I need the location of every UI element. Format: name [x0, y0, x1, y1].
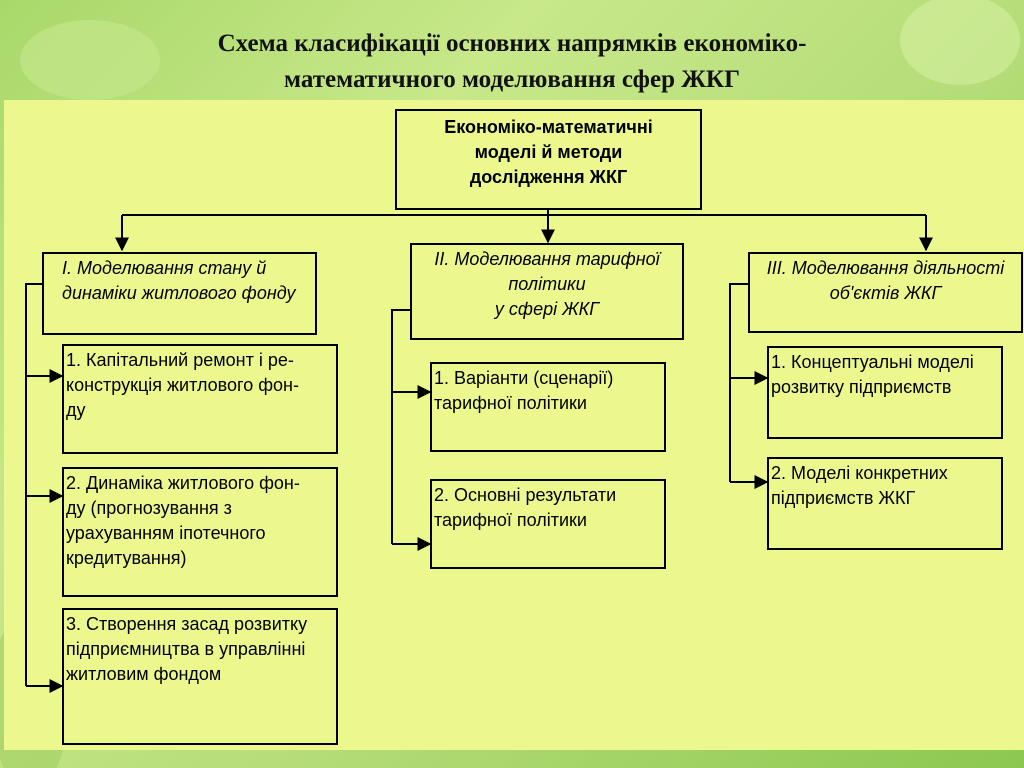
- cat2-item-2: 2. Основні результати тарифної політики: [430, 479, 666, 569]
- cat1-item-2: 2. Динаміка житлового фон- ду (прогнозув…: [62, 467, 338, 597]
- cat1-bracket: [25, 283, 42, 686]
- category-2-node: II. Моделювання тарифної політики у сфер…: [410, 243, 684, 340]
- root-node: Економіко-математичні моделі й методи до…: [395, 109, 702, 210]
- page-title: Схема класифікації основних напрямків ек…: [217, 30, 807, 93]
- cat3-item-2: 2. Моделі конкретних підприємств ЖКГ: [767, 457, 1003, 550]
- category-3-node: III. Моделювання діяльності об'єктів ЖКГ: [748, 252, 1023, 333]
- cat3-item-1: 1. Концептуальні моделі розвитку підприє…: [767, 346, 1003, 439]
- cat3-bracket: [729, 283, 748, 482]
- category-1-node: І. Моделювання стану й динаміки житловог…: [42, 252, 317, 335]
- cat1-item-1: 1. Капітальний ремонт і ре- конструкція …: [62, 344, 338, 454]
- cat1-item-3: 3. Створення засад розвитку підприємницт…: [62, 608, 338, 745]
- cat2-bracket: [391, 309, 410, 544]
- cat2-item-1: 1. Варіанти (сценарії) тарифної політики: [430, 362, 666, 452]
